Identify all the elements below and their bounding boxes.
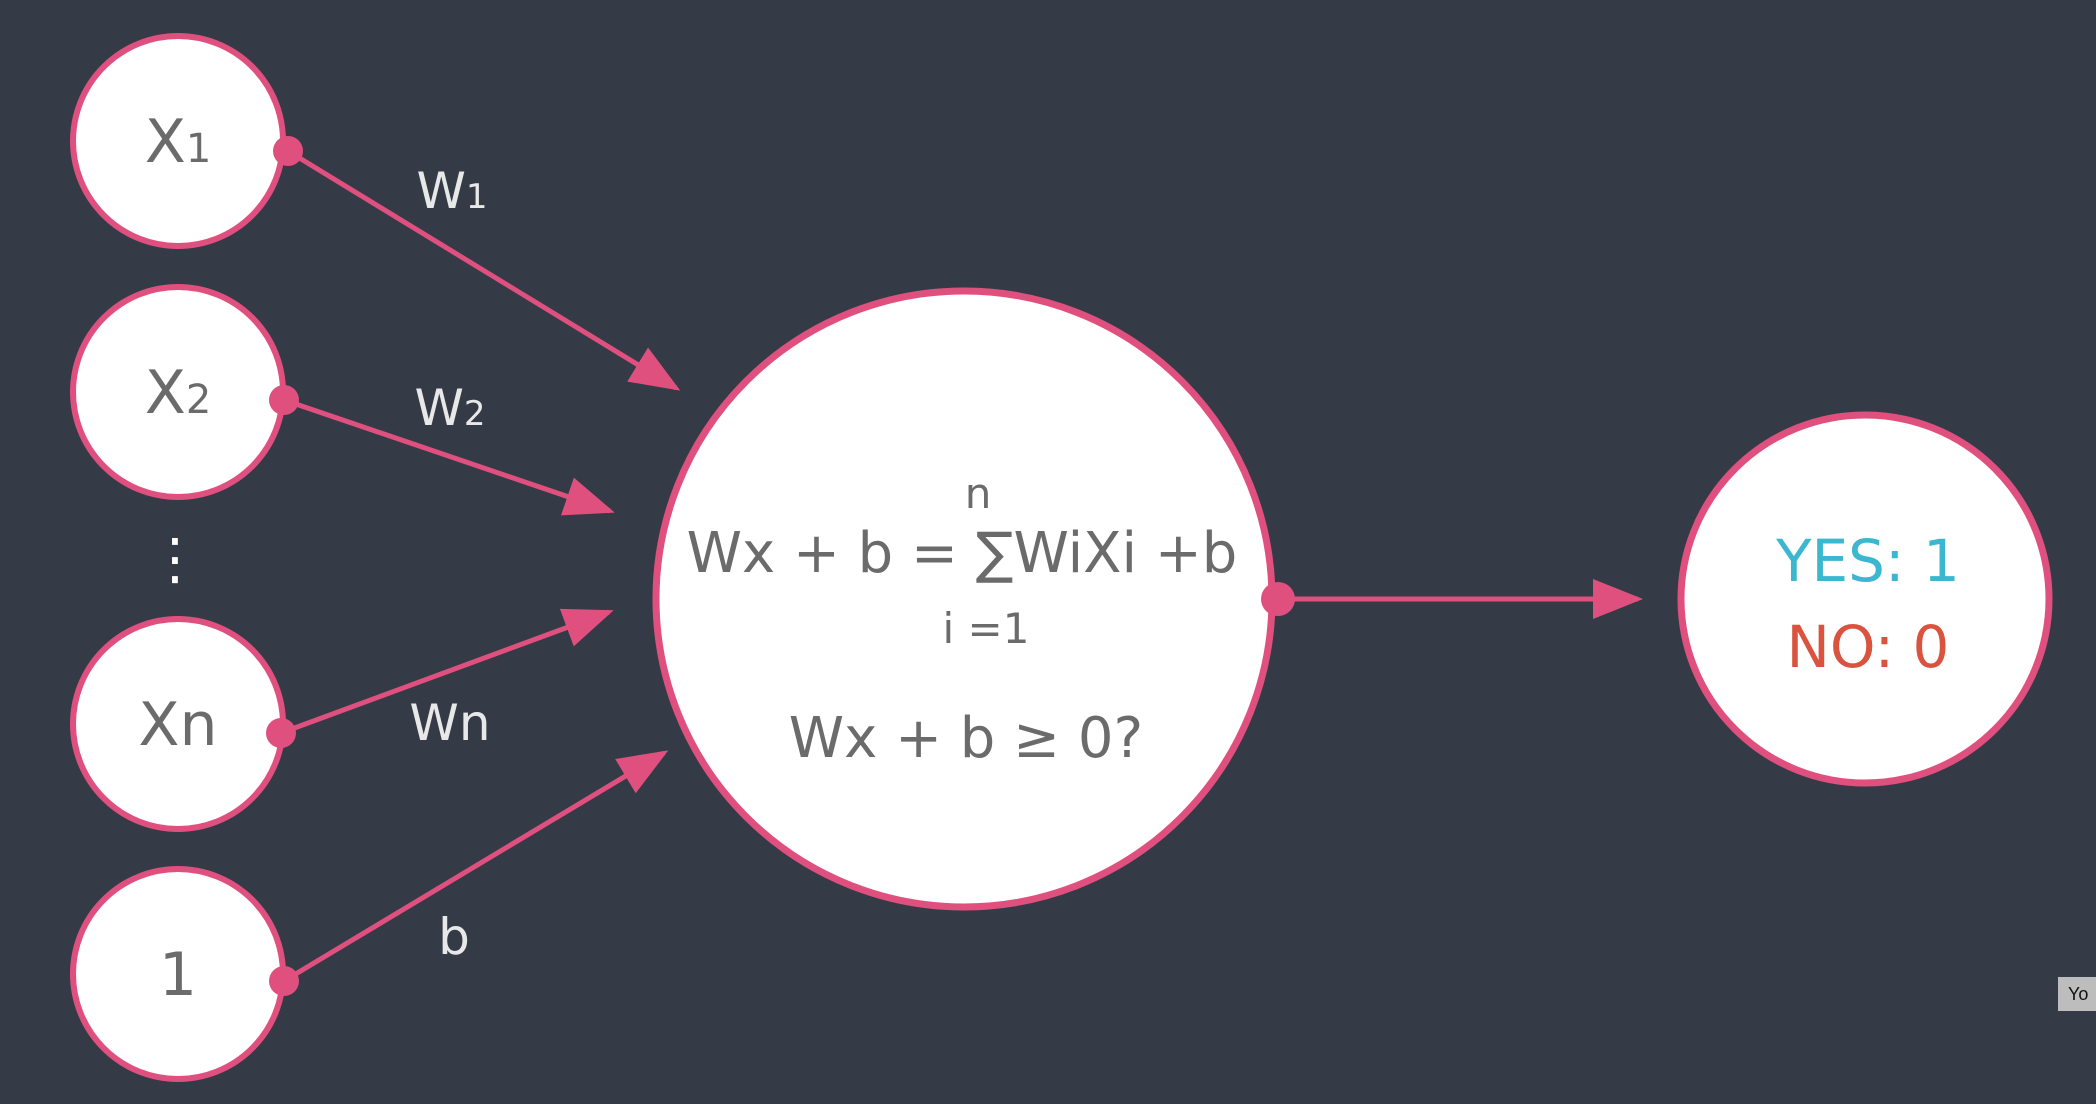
weight-label-w1: W1 [416,162,487,220]
connector-dot [269,966,299,996]
connector-dot [269,385,299,415]
weight-label-b: b [438,908,470,966]
svg-text:X1: X1 [145,107,212,177]
corner-tab[interactable]: Yo [2058,977,2096,1011]
connector-dot [273,136,303,166]
input-node-bias: 1 [70,866,299,1082]
weight-label-w2: W2 [414,379,485,437]
edge-xn [280,608,614,736]
input-label: 1 [159,940,197,1010]
output-no: NO: 0 [1787,613,1950,681]
weight-labels: W1 W2 Wn b [409,162,490,966]
sum-formula: Wx + b = ∑WiXi +b [687,521,1238,586]
output-yes: YES: 1 [1775,527,1960,595]
input-subscript: 1 [186,126,211,172]
svg-text:X2: X2 [145,358,212,428]
activation-condition: Wx + b ≥ 0? [789,706,1143,771]
sum-lower-limit: i =1 [943,604,1030,653]
edge-x1 [286,148,681,391]
input-label: Xn [138,690,217,760]
connector-dot [266,718,296,748]
input-node-x2: X2 [70,284,299,500]
sum-upper-limit: n [965,469,992,518]
edge-x2 [283,397,615,516]
input-label: X [145,358,186,428]
weight-label-wn: Wn [409,694,490,752]
perceptron-node: n Wx + b = ∑WiXi +b i =1 Wx + b ≥ 0? [652,287,1295,911]
input-label: X [145,107,186,177]
input-node-x1: X1 [70,33,303,249]
input-subscript: 2 [186,377,211,423]
ellipsis-icon: ⋮ [147,527,203,592]
edge-bias [282,750,669,984]
input-node-xn: Xn [70,616,296,832]
output-node: YES: 1 NO: 0 [1677,411,2053,787]
input-edges [280,148,681,984]
connector-dot [1261,582,1295,616]
